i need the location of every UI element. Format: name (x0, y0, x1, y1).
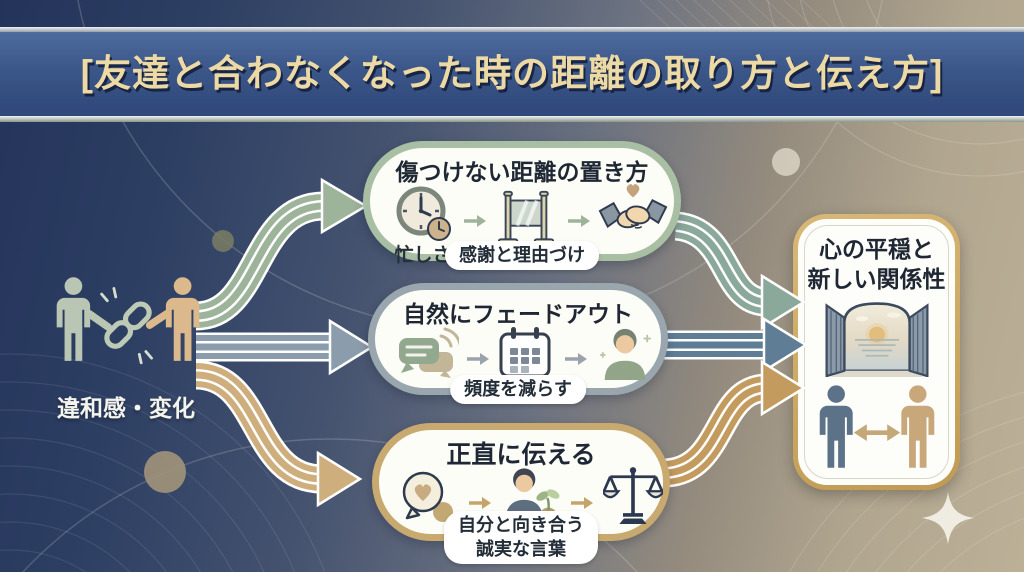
right-arrow-icon (568, 215, 590, 227)
sparkle-icon (922, 492, 974, 544)
deco-dot (772, 148, 800, 176)
path-title: 正直に伝える (446, 441, 596, 469)
two-people-distance-icon (819, 385, 934, 468)
outcome-title: 心の平穏と 新しい関係性 (807, 236, 946, 292)
arrow-fade-left (196, 318, 375, 376)
open-door-icon (824, 302, 929, 377)
right-arrow-icon (571, 497, 593, 509)
step-pill: 自分と向き合う 誠実な言葉 (444, 511, 598, 564)
heart-bubble-icon (402, 471, 455, 525)
right-arrow-icon (565, 353, 587, 365)
micro-label: 忙しさ (394, 245, 452, 266)
right-arrow-icon (464, 215, 486, 227)
right-arrow-icon (467, 353, 489, 365)
outcome-card-inner: 心の平穏と 新しい関係性 (798, 219, 955, 485)
broken-link-figures-icon (56, 277, 200, 365)
step-pill: 頻度を減らす (450, 374, 586, 404)
outcome-inner-ring (804, 225, 949, 479)
person-icon (599, 328, 652, 380)
deco-dot (144, 451, 186, 493)
calendar-icon (499, 327, 551, 378)
arrow-gentle-right (676, 226, 807, 331)
arrow-gentle-left (196, 177, 369, 316)
source-label: 違和感・変化 (57, 395, 195, 421)
arrow-fade-right (658, 316, 809, 374)
banner-top-line (0, 27, 1024, 32)
scales-icon (603, 467, 663, 524)
title-banner: [友達と合わなくなった時の距離の取り方と伝え方] (0, 32, 1024, 116)
path-title: 自然にフェードアウト (403, 301, 633, 327)
arrow-honest-right (666, 359, 807, 473)
outcome-card: 心の平穏と 新しい関係性 (793, 214, 960, 490)
path-title: 傷つけない距離の置き方 (395, 159, 649, 185)
chat-bubbles-icon (399, 327, 459, 378)
deco-dot (212, 230, 234, 252)
barrier-icon (497, 190, 555, 246)
path-card-gentle-distance: 傷つけない距離の置き方 (363, 141, 681, 270)
handshake-icon (598, 184, 668, 229)
arrow-honest-left (196, 375, 363, 508)
path-card-honest-talk: 正直に伝える (372, 423, 670, 564)
page-title: [友達と合わなくなった時の距離の取り方と伝え方] (80, 53, 944, 94)
path-card-fade-out: 自然にフェードアウト (368, 283, 668, 404)
clock-icon (396, 186, 451, 241)
banner-bottom-line (0, 116, 1024, 122)
step-pill: 感謝と理由づけ (445, 240, 599, 270)
right-arrow-icon (469, 497, 491, 509)
